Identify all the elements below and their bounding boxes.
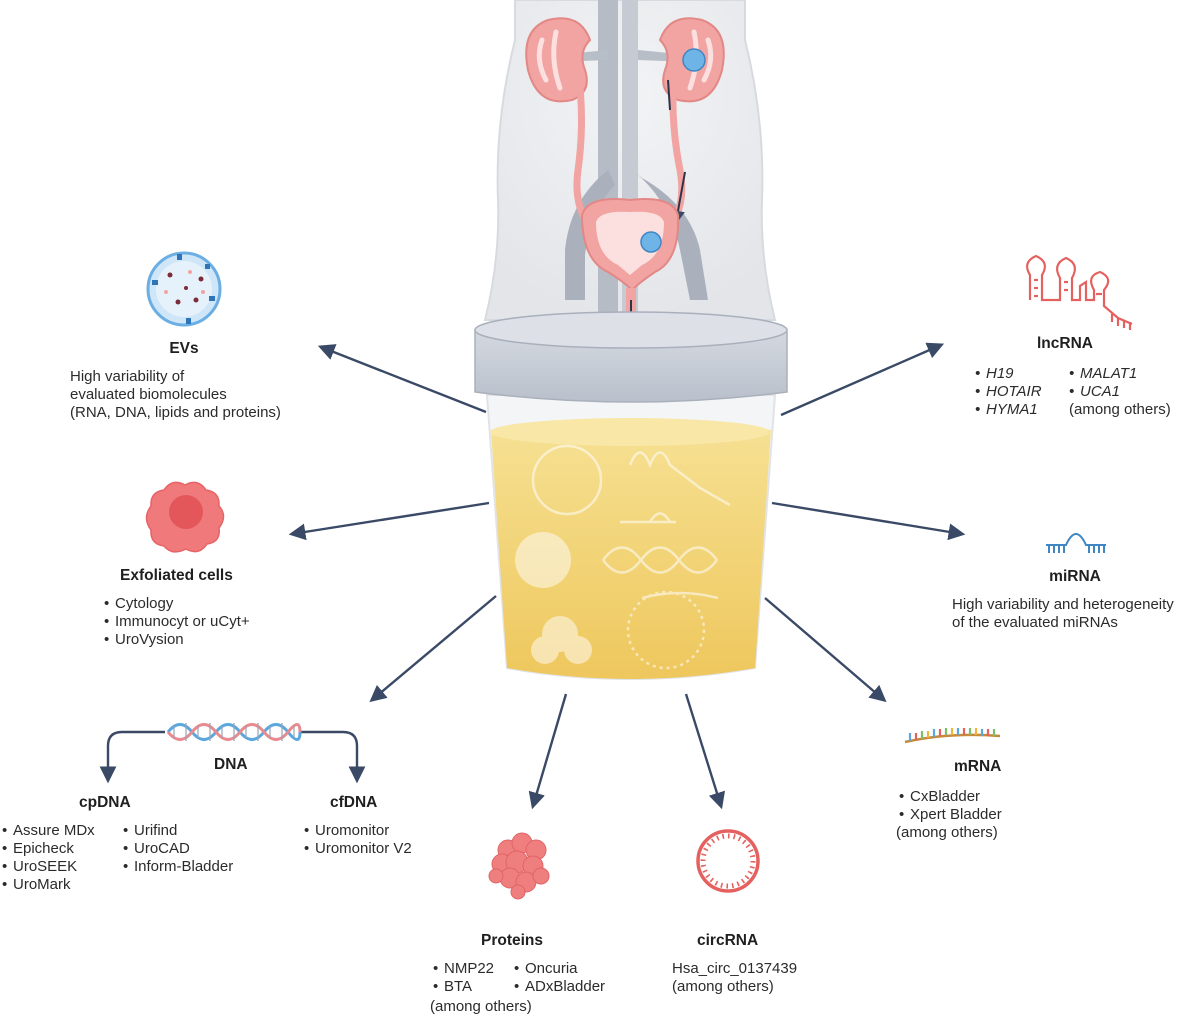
list-item: BTA [433,978,494,996]
cfdna-label-block: cfDNA Uromonitor Uromonitor V2 [304,794,464,858]
list-item: HYMA1 [975,401,1042,419]
circrna-icon [696,829,760,893]
mrna-title: mRNA [954,758,1002,775]
circrna-label-block: circRNA Hsa_circ_0137439 (among others) [672,932,832,996]
mirna-label-block: miRNA High variability and heterogeneity… [952,568,1198,632]
proteins-list-col1: NMP22 BTA [433,960,494,996]
list-item: H19 [975,365,1042,383]
dna-title: DNA [214,756,248,773]
exfoliated-cell-icon [145,481,225,553]
ev-title: EVs [169,340,199,357]
list-item: CxBladder [899,788,1056,806]
exfoliated-list: Cytology Immunocyt or uCyt+ UroVysion [104,595,304,649]
circrna-title: circRNA [697,932,759,949]
cfdna-title: cfDNA [330,794,378,811]
list-item: Xpert Bladder [899,806,1056,824]
lncrna-label-block: lncRNA H19 HOTAIR HYMA1 MALAT1 UCA1 (amo… [975,335,1197,421]
urinary-tract-icon [483,0,777,330]
lncrna-list-col1: H19 HOTAIR HYMA1 [975,365,1042,419]
proteins-note: (among others) [430,998,532,1015]
list-item: UroMark [2,876,95,894]
list-item: NMP22 [433,960,494,978]
ev-description: High variability of evaluated biomolecul… [70,368,281,421]
ev-icon [146,251,222,327]
mirna-icon [1046,532,1106,553]
list-item: Inform-Bladder [123,858,233,876]
dna-helix-icon [166,723,302,741]
exfoliated-label-block: Exfoliated cells Cytology Immunocyt or u… [104,567,304,649]
list-item: UroCAD [123,840,233,858]
lncrna-note: (among others) [1069,401,1171,418]
list-item: ADxBladder [514,978,605,996]
list-item: Immunocyt or uCyt+ [104,613,304,631]
ev-label-block: EVs High variability of evaluated biomol… [70,340,330,422]
list-item: Uromonitor [304,822,464,840]
list-item: Epicheck [2,840,95,858]
cpdna-list-col2: Urifind UroCAD Inform-Bladder [123,822,233,876]
list-item: HOTAIR [975,383,1042,401]
list-item: UCA1 [1069,383,1137,401]
proteins-list-col2: Oncuria ADxBladder [514,960,605,996]
cpdna-list-col1: Assure MDx Epicheck UroSEEK UroMark [2,822,95,894]
proteins-title: Proteins [481,932,544,949]
cfdna-list: Uromonitor Uromonitor V2 [304,822,464,858]
list-item: Cytology [104,595,304,613]
mrna-note: (among others) [896,824,998,841]
mrna-label-block: mRNA CxBladder Xpert Bladder (among othe… [896,758,1056,842]
cpdna-title: cpDNA [79,794,131,811]
list-item: Oncuria [514,960,605,978]
list-item: Uromonitor V2 [304,840,464,858]
lncrna-list-col2: MALAT1 UCA1 [1069,365,1137,401]
cpdna-label-block: cpDNA Assure MDx Epicheck UroSEEK UroMar… [2,794,262,897]
circrna-description: Hsa_circ_0137439 [672,960,798,977]
arrows [99,342,966,810]
mrna-list: CxBladder Xpert Bladder [899,788,1056,824]
mirna-description: High variability and heterogeneity of th… [952,596,1174,631]
protein-cluster-icon [488,832,550,900]
mirna-title: miRNA [1049,568,1101,585]
circrna-note: (among others) [672,978,774,995]
lncrna-icon [1025,254,1133,330]
list-item: UroVysion [104,631,304,649]
lncrna-title: lncRNA [1037,335,1093,352]
list-item: MALAT1 [1069,365,1137,383]
mrna-icon [904,728,1001,744]
proteins-label-block: Proteins NMP22 BTA Oncuria ADxBladder (a… [430,932,630,1016]
list-item: UroSEEK [2,858,95,876]
exfoliated-title: Exfoliated cells [120,567,233,584]
urine-cup-icon [474,311,788,680]
list-item: Assure MDx [2,822,95,840]
list-item: Urifind [123,822,233,840]
